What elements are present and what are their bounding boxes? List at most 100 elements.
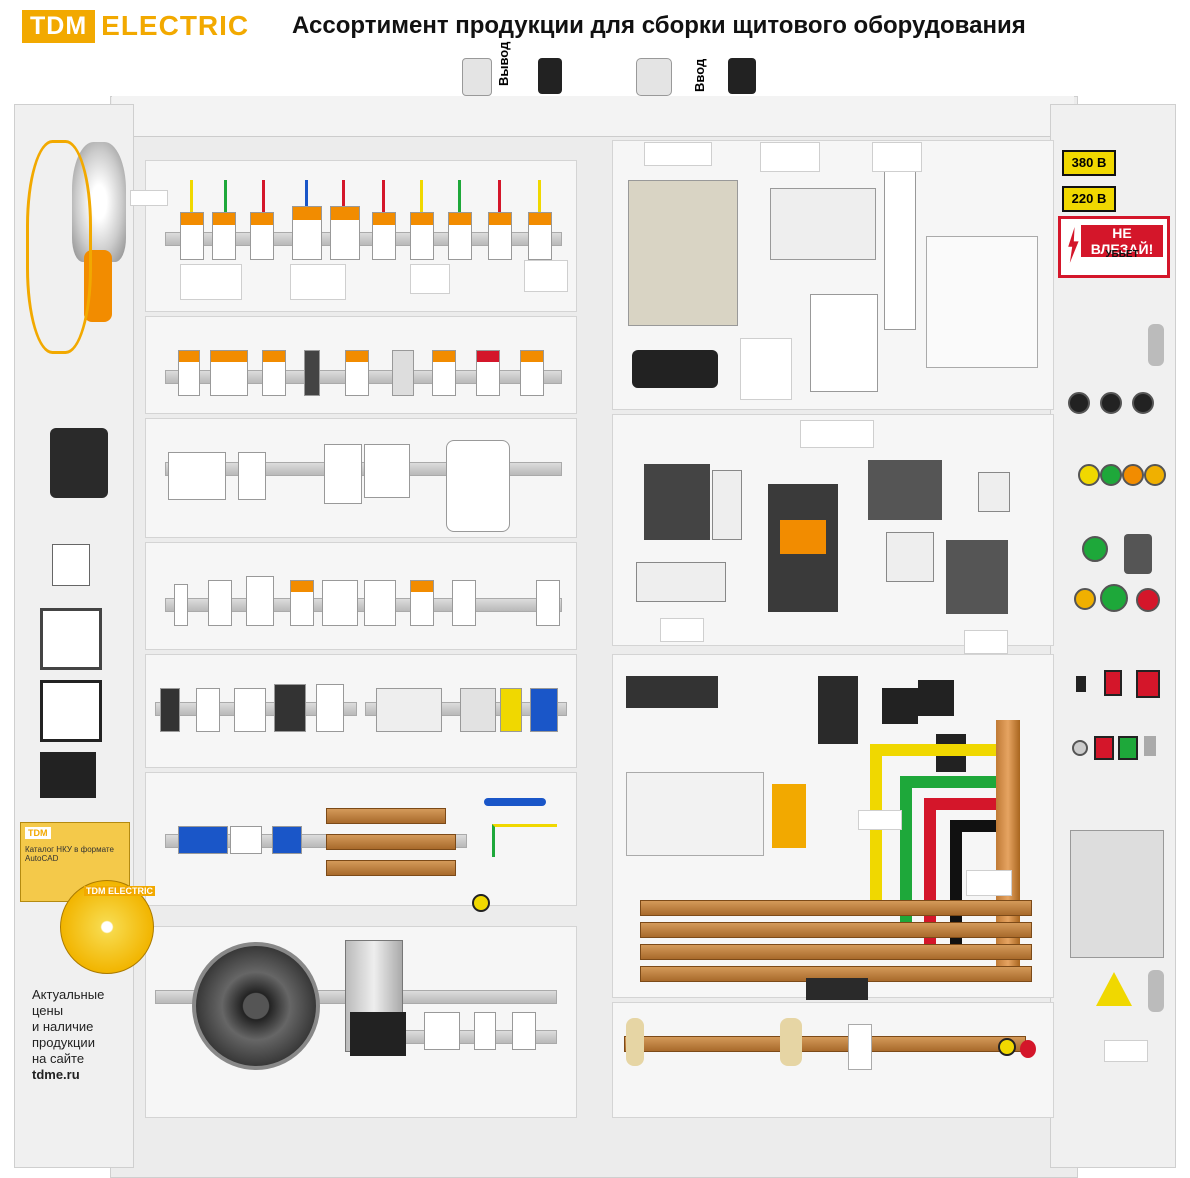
cable-gland-black	[538, 58, 562, 94]
current-transformer	[882, 688, 918, 724]
terminal-blocks	[376, 688, 442, 732]
product-label	[1104, 1040, 1148, 1062]
product-label	[180, 264, 242, 300]
relay-module	[410, 580, 434, 626]
relay-module	[452, 580, 476, 626]
rcd-module	[292, 206, 322, 260]
selector-switch-icon[interactable]	[1068, 392, 1090, 414]
bus-red-horizontal	[924, 798, 1002, 810]
rocker-switch-red[interactable]	[1104, 670, 1122, 696]
rcd-module	[330, 206, 360, 260]
timer-module	[174, 584, 188, 626]
power-supply	[230, 826, 262, 854]
fuse-switch	[770, 188, 876, 260]
socket-box	[50, 428, 108, 498]
rocker-switch-red[interactable]	[1136, 670, 1160, 698]
terminal-blocks-blue	[530, 688, 558, 732]
circuit-breaker-module	[250, 212, 274, 260]
footer-site-link[interactable]: tdme.ru	[32, 1067, 80, 1082]
ground-bar-blue	[484, 798, 546, 806]
product-label	[410, 264, 450, 294]
copper-busbar	[640, 922, 1032, 938]
terminal-housing	[772, 784, 806, 848]
product-label	[740, 338, 792, 400]
product-label	[800, 420, 874, 448]
electricity-meter-housing	[446, 440, 510, 532]
terminal-blocks-yellow	[500, 688, 522, 732]
selector-switch-icon[interactable]	[1132, 392, 1154, 414]
product-label	[964, 630, 1008, 654]
warning-subtitle: УБЬЕТ	[1105, 249, 1139, 260]
warning-sign: НЕ ВЛЕЗАЙ! УБЬЕТ	[1058, 216, 1170, 278]
output-label: Вывод	[496, 41, 511, 86]
door-lock-icon[interactable]	[1148, 970, 1164, 1012]
busbar-insulator	[848, 1024, 872, 1070]
push-button-red[interactable]	[1136, 588, 1160, 612]
voltmeter	[40, 680, 102, 742]
toggle-switch[interactable]	[1144, 736, 1156, 756]
bus-yellow-horizontal	[870, 744, 1000, 756]
bus-green-horizontal	[900, 776, 1002, 788]
brand-logo: TDM ELECTRIC	[22, 8, 260, 44]
ground-symbol-icon	[998, 1038, 1016, 1056]
wire-green	[224, 180, 227, 212]
indicator-lamp-green	[1100, 464, 1122, 486]
ammeter	[40, 608, 102, 670]
door-lock-icon[interactable]	[1148, 324, 1164, 366]
rcbo-module	[262, 350, 286, 396]
terminal-blocks-blue	[272, 826, 302, 854]
product-label	[760, 142, 820, 172]
footer-line: цены	[32, 1003, 64, 1018]
copper-busbar	[640, 944, 1032, 960]
cam-switch	[52, 544, 90, 586]
contactor-large	[946, 540, 1008, 614]
heater-base	[350, 1012, 406, 1056]
contactor-aux	[712, 470, 742, 540]
copper-busbar	[326, 834, 456, 850]
thermal-relay	[886, 532, 934, 582]
soft-starter	[626, 676, 718, 708]
push-button-green[interactable]	[1082, 536, 1108, 562]
rcbo-module	[432, 350, 456, 396]
analog-timer-module	[246, 576, 274, 626]
selector-switch-icon[interactable]	[1100, 392, 1122, 414]
relay-socket	[316, 684, 344, 732]
hand-lamp-cord	[26, 140, 92, 354]
rcbo-module	[178, 350, 200, 396]
rocker-switch[interactable]	[1076, 676, 1086, 692]
mushroom-button-green[interactable]	[1100, 584, 1128, 612]
busbar-insulator	[780, 1018, 802, 1066]
ground-wire-bundle	[492, 824, 557, 857]
cd-brand: TDM ELECTRIC	[84, 886, 156, 896]
right-panel-row-4	[612, 1002, 1054, 1118]
fuse-strip	[884, 168, 916, 330]
copper-busbar	[640, 900, 1032, 916]
wire-yellow	[190, 180, 193, 212]
thermostat-module	[424, 1012, 460, 1050]
push-button-yellow[interactable]	[1074, 588, 1096, 610]
copper-busbar	[326, 860, 456, 876]
start-stop-button[interactable]	[1124, 534, 1152, 574]
thermostat-module	[474, 1012, 496, 1050]
voltmeter-module	[324, 444, 362, 504]
brand-text: ELECTRIC	[101, 10, 250, 41]
socket-module	[238, 452, 266, 500]
cable-gland-white	[462, 58, 492, 96]
cable-gland-white-2	[636, 58, 672, 96]
lightning-icon	[1068, 227, 1079, 263]
surge-protector-module	[168, 452, 226, 500]
catalog-title: Каталог НКУ в формате AutoCAD	[25, 845, 114, 863]
control-relay	[196, 688, 220, 732]
circuit-breaker-module	[448, 212, 472, 260]
product-label	[872, 142, 922, 172]
indicator-lamp	[1072, 740, 1088, 756]
switch-fuse-block	[626, 772, 764, 856]
wire-red	[342, 180, 345, 206]
indicator-lamp-red	[1094, 736, 1114, 760]
footer-line: и наличие	[32, 1019, 94, 1034]
current-transformer	[918, 680, 954, 716]
cd-brand-box: TDM	[86, 886, 106, 896]
relay-module	[364, 580, 396, 626]
indicator-lamp-yellow	[1078, 464, 1100, 486]
relay-module	[322, 580, 358, 626]
